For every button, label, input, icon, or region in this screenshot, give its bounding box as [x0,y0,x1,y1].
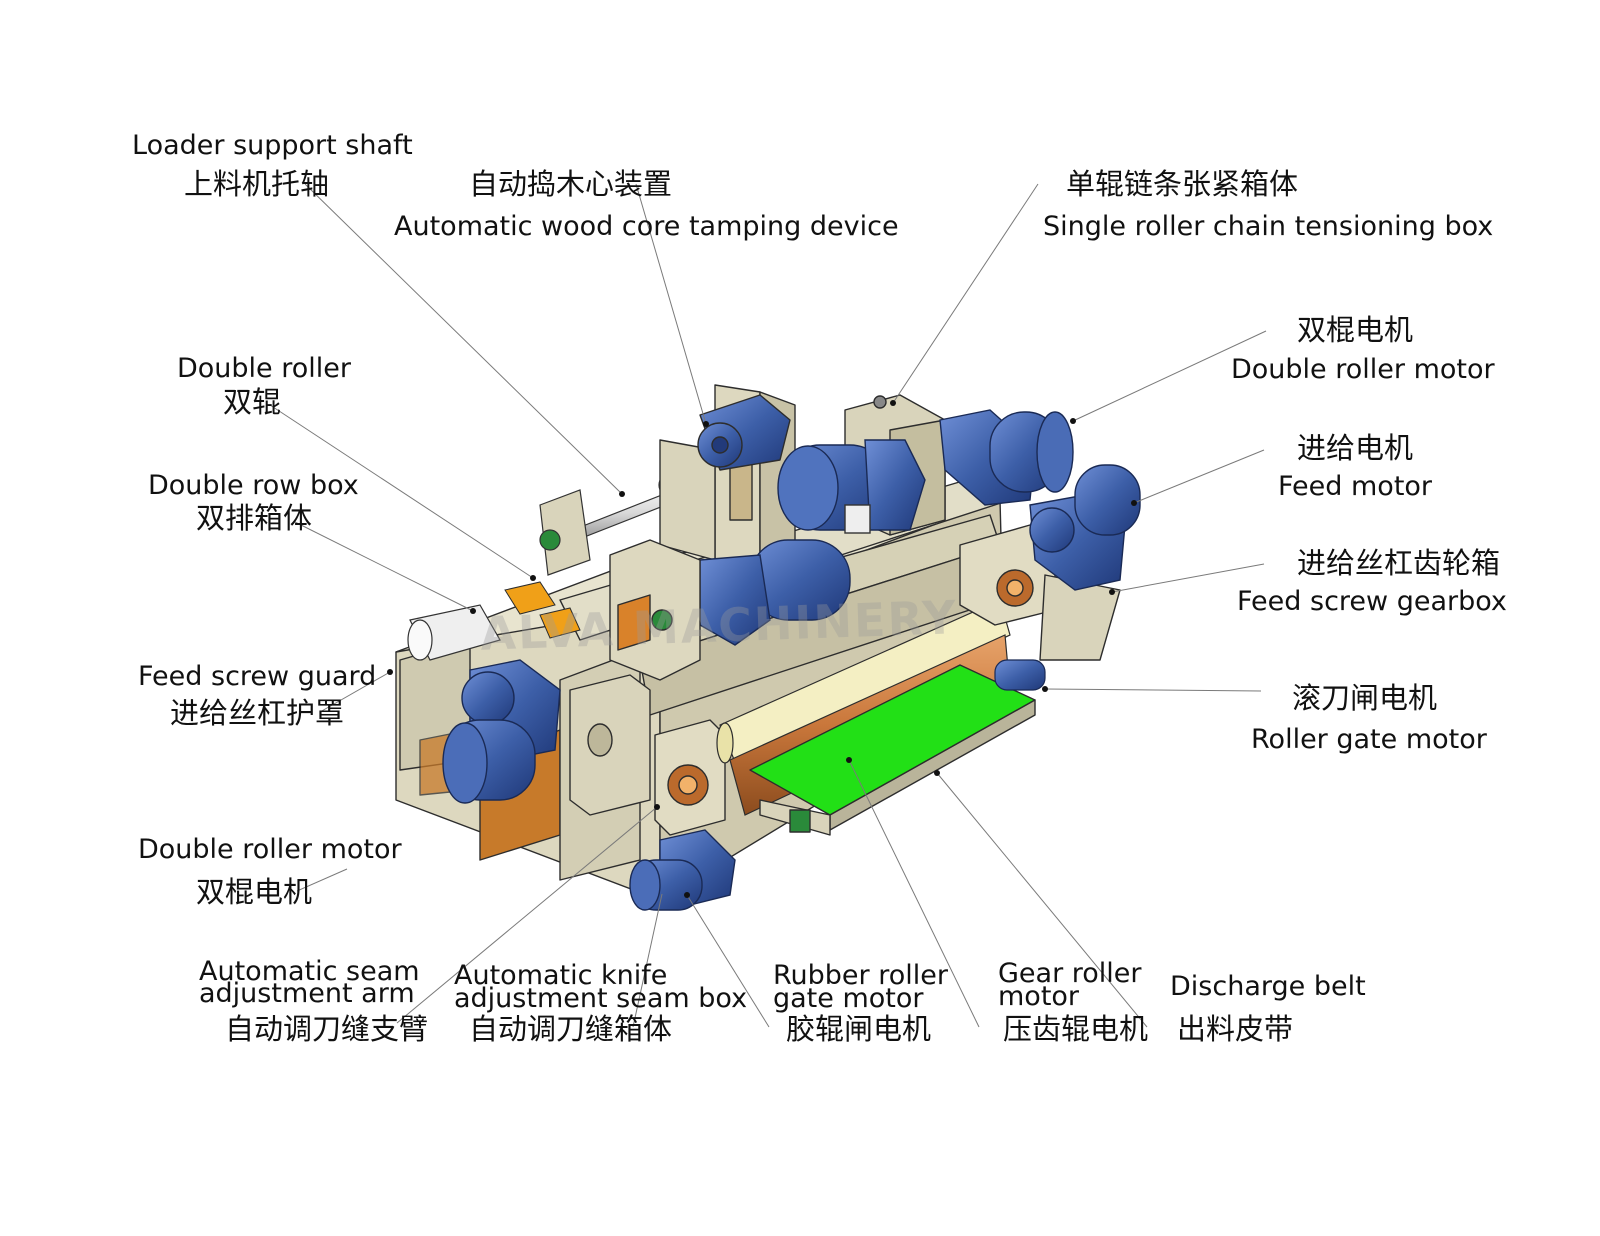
roller-gate-motor-en: Roller gate motor [1251,724,1487,755]
rubber-roller-gate-motor-zh: 胶辊闸电机 [786,1012,932,1046]
feed-screw-guard-zh: 进给丝杠护罩 [170,696,345,730]
gear-roller-motor-en1: Gear roller [998,958,1142,989]
rear-double-roller-motor [939,409,1074,506]
auto-knife-box-en2: adjustment seam box [454,983,748,1014]
chain-tension-box-zh: 单辊链条张紧箱体 [1066,167,1299,201]
chain-tension-box-en: Single roller chain tensioning box [1043,211,1494,242]
leader-lines [269,183,1267,1028]
feed-motor-en: Feed motor [1278,471,1433,502]
auto-knife-box-zh: 自动调刀缝箱体 [469,1012,673,1046]
discharge-belt-en: Discharge belt [1170,971,1366,1002]
feed-screw-guard-part [407,604,501,661]
left-plate [609,539,701,681]
right-gearbox [959,524,1121,661]
discharge-belt-part [749,664,1036,836]
discharge-belt-zh: 出料皮带 [1177,1012,1294,1046]
double-roller-zh: 双辊 [223,385,282,419]
rubber-roller-gate-motor-en1: Rubber roller [773,960,948,991]
auto-seam-arm-zh: 自动调刀缝支臂 [225,1012,429,1046]
double-roller-en: Double roller [177,353,351,384]
front-gate-motor [629,829,736,911]
auto-knife-box-en1: Automatic knife [454,960,668,991]
rubber-roller-gate-motor-en2: gate motor [773,983,924,1014]
double-row-box-zh: 双排箱体 [196,501,313,535]
auto-seam-arm-en2: adjustment arm [199,978,415,1009]
double-roller-motor-right-zh: 双棍电机 [1297,313,1414,347]
wood-core-tamping-en: Automatic wood core tamping device [394,211,899,242]
gear-roller-motor-en2: motor [998,981,1080,1012]
double-roller-motor-left-zh: 双棍电机 [196,875,313,909]
wood-core-tamping-zh: 自动捣木心装置 [469,167,673,201]
roller-gate-motor-part [994,659,1046,691]
loader-support-shaft-en: Loader support shaft [132,130,413,161]
loader-support-shaft-zh: 上料机托轴 [184,167,330,201]
double-roller-motor-left-en: Double roller motor [138,834,402,865]
right-feed-motor [1029,464,1141,591]
left-double-roller-motor [442,719,536,804]
center-lower-motor [699,539,851,646]
feed-screw-gearbox-zh: 进给丝杠齿轮箱 [1297,546,1501,580]
feed-motor-zh: 进给电机 [1297,431,1414,465]
roller-gate-motor-zh: 滚刀闸电机 [1292,681,1438,715]
feed-screw-guard-en: Feed screw guard [138,661,377,692]
center-upper-motor [777,439,926,534]
auto-seam-arm-en1: Automatic seam [199,956,420,987]
orange-pads [504,581,581,639]
gear-roller-motor-zh: 压齿辊电机 [1003,1012,1149,1046]
seam-adjustment-box-part [569,674,726,836]
feed-screw-gearbox-en: Feed screw gearbox [1237,586,1507,617]
double-row-box-en: Double row box [148,470,359,501]
double-roller-motor-right-en: Double roller motor [1231,354,1495,385]
leader-dots [387,400,1137,898]
